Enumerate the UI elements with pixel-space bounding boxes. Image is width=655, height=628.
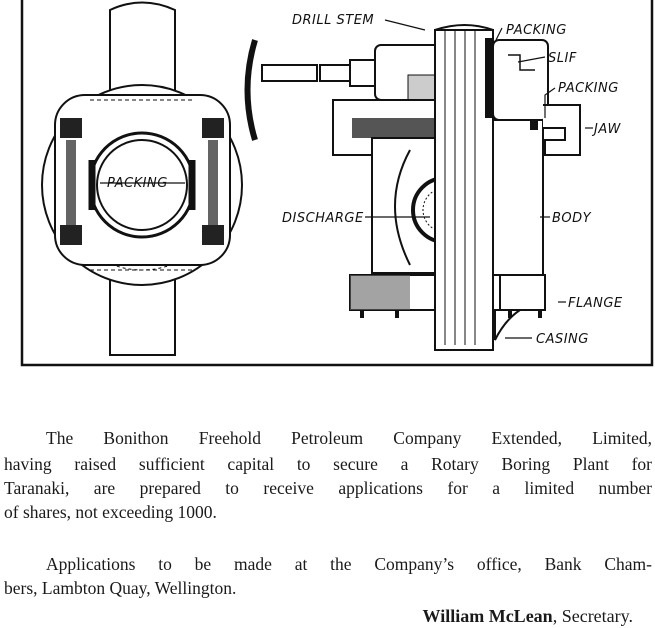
label-packing-right: PACKING bbox=[558, 81, 619, 96]
label-flange: FLANGE bbox=[568, 296, 623, 311]
label-drill-stem: DRILL STEM bbox=[292, 13, 374, 28]
label-jaw: JAW bbox=[591, 122, 621, 137]
label-packing-top: PACKING bbox=[506, 23, 567, 38]
handwheel-drawing bbox=[244, 39, 400, 141]
rotary-boring-plant-illustration: PACKING DRILL STEM PACKING SLIF PACKING … bbox=[20, 0, 654, 367]
paragraph2-line1: Applications to be made at the Company’s… bbox=[46, 554, 652, 574]
paragraph1-line3: Taranaki, are prepared to receive applic… bbox=[4, 478, 652, 498]
signature-title: , Secretary. bbox=[552, 606, 633, 626]
label-casing: CASING bbox=[536, 332, 589, 347]
label-discharge: DISCHARGE bbox=[282, 211, 364, 226]
paragraph1-line4: of shares, not exceeding 1000. bbox=[4, 502, 217, 522]
paragraph2-line2: bers, Lambton Quay, Wellington. bbox=[4, 578, 237, 598]
label-packing-left: PACKING bbox=[107, 176, 168, 191]
label-body: BODY bbox=[552, 211, 592, 226]
figure-frame bbox=[20, 0, 654, 367]
paragraph1-line2: having raised sufficient capital to secu… bbox=[4, 454, 652, 474]
signature-name: William McLean bbox=[422, 606, 553, 626]
signature: William McLean, Secretary. bbox=[423, 606, 633, 627]
paragraph1-line1: The Bonithon Freehold Petroleum Company … bbox=[46, 428, 652, 448]
side-section-drawing bbox=[332, 24, 581, 351]
top-view-drawing bbox=[41, 1, 243, 356]
label-slif: SLIF bbox=[548, 51, 577, 66]
